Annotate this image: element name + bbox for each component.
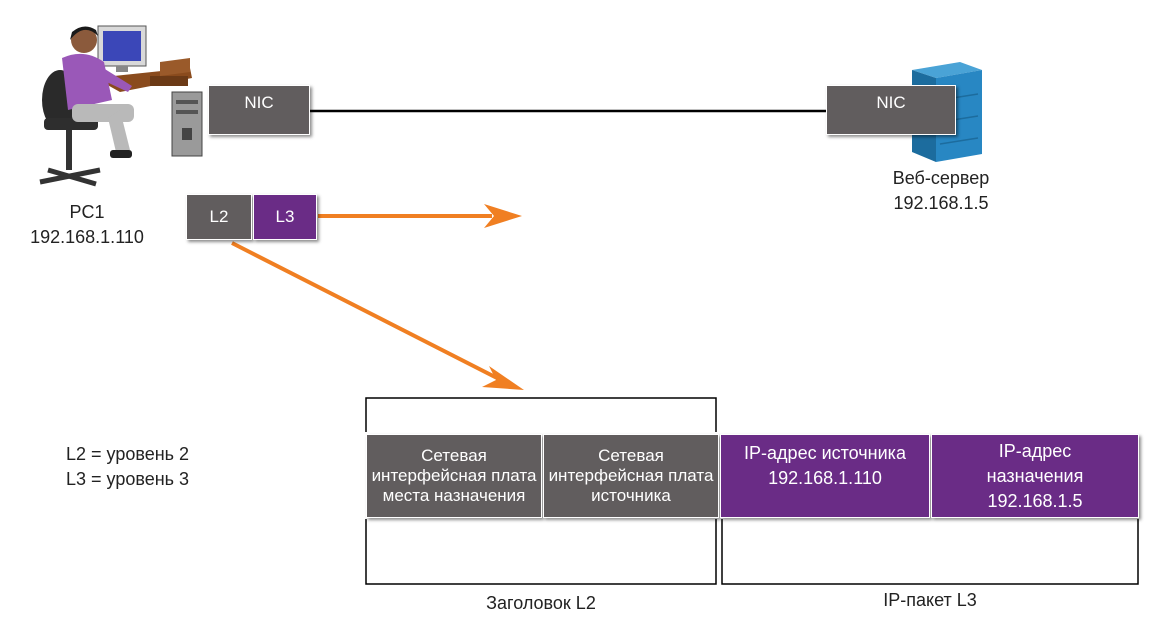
src-ip-value: 192.168.1.110 [768, 468, 882, 488]
l2-top-bracket [365, 397, 717, 432]
server-nic-box: NIC [826, 85, 956, 135]
arrow-down-head [482, 366, 524, 390]
pc-label: PC1 192.168.1.110 [12, 200, 162, 250]
l3-packet-label: IP-пакет L3 [883, 590, 977, 610]
dest-mac-field: Сетевая интерфейсная плата места назначе… [366, 434, 542, 518]
pc-name: PC1 [69, 202, 105, 222]
l3-bottom-bracket [721, 519, 1139, 585]
legend-l3: L3 = уровень 3 [66, 469, 190, 489]
l2-bottom-bracket [365, 519, 717, 585]
pc-nic-box: NIC [208, 85, 310, 135]
server-label: Веб-сервер 192.168.1.5 [866, 166, 1016, 216]
dest-mac-text: Сетевая интерфейсная плата места назначе… [371, 446, 537, 505]
packet-l2-label: L2 [209, 207, 229, 226]
legend-l2: L2 = уровень 2 [66, 444, 190, 464]
server-name: Веб-сервер [892, 168, 990, 188]
src-mac-text: Сетевая интерфейсная плата источника [548, 446, 714, 505]
dst-ip-field: IP-адрес назначения 192.168.1.5 [931, 434, 1139, 518]
dst-ip-title: IP-адрес назначения [986, 440, 1084, 486]
src-ip-field: IP-адрес источника 192.168.1.110 [720, 434, 930, 518]
dst-ip-text: IP-адрес назначения 192.168.1.5 [975, 439, 1095, 514]
dst-ip-value: 192.168.1.5 [987, 490, 1083, 511]
packet-l3-box: L3 [253, 194, 317, 240]
legend: L2 = уровень 2 L3 = уровень 3 [66, 442, 189, 492]
packet-l2-box: L2 [186, 194, 252, 240]
pc-nic-label: NIC [244, 93, 274, 112]
src-ip-title: IP-адрес источника [744, 443, 906, 463]
l2-header-label: Заголовок L2 [486, 593, 596, 613]
arrow-down [231, 241, 498, 380]
arrow-forward-head [484, 204, 522, 228]
server-ip: 192.168.1.5 [893, 193, 989, 213]
pc-ip: 192.168.1.110 [30, 227, 144, 247]
src-mac-field: Сетевая интерфейсная плата источника [543, 434, 719, 518]
packet-l3-label: L3 [275, 207, 295, 226]
server-nic-label: NIC [876, 93, 906, 112]
